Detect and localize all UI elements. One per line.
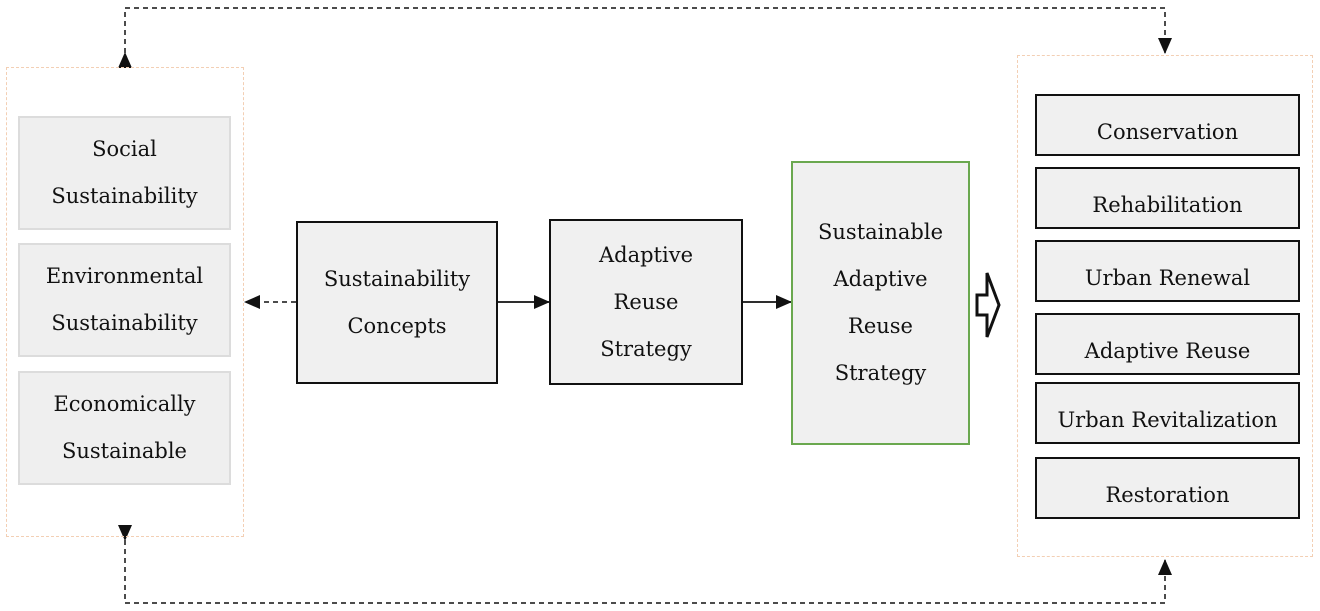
bottom-feedback-arrow xyxy=(118,525,1172,604)
block-arrow-icon xyxy=(975,272,1001,338)
rehabilitation-box: Rehabilitation xyxy=(1035,167,1300,229)
urban-renewal-box: Urban Renewal xyxy=(1035,240,1300,302)
adaptive-reuse-strategy-box: Adaptive Reuse Strategy xyxy=(549,219,743,385)
adaptive-reuse-box: Adaptive Reuse xyxy=(1035,313,1300,375)
top-feedback-arrow xyxy=(118,7,1172,68)
sustainable-adaptive-reuse-strategy-box: Sustainable Adaptive Reuse Strategy xyxy=(791,161,970,445)
urban-revitalization-box: Urban Revitalization xyxy=(1035,382,1300,444)
economically-sustainable-box: Economically Sustainable xyxy=(18,371,231,485)
restoration-box: Restoration xyxy=(1035,457,1300,519)
reuse-approaches-group xyxy=(1017,55,1313,557)
conservation-box: Conservation xyxy=(1035,94,1300,156)
sustainability-pillars-group xyxy=(6,67,244,537)
environmental-sustainability-box: Environmental Sustainability xyxy=(18,243,231,357)
sustainability-concepts-box: Sustainability Concepts xyxy=(296,221,498,384)
social-sustainability-box: Social Sustainability xyxy=(18,116,231,230)
